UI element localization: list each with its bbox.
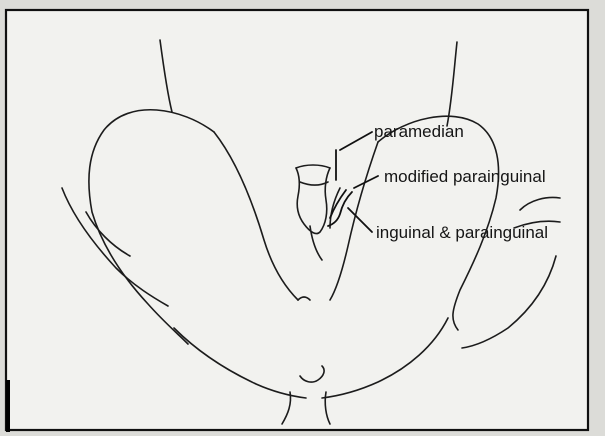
label-paramedian: paramedian	[374, 122, 464, 141]
illustration-panel	[6, 10, 588, 430]
label-inguinal-parainguinal: inguinal & parainguinal	[376, 223, 548, 242]
label-modified-parainguinal: modified parainguinal	[384, 167, 546, 186]
